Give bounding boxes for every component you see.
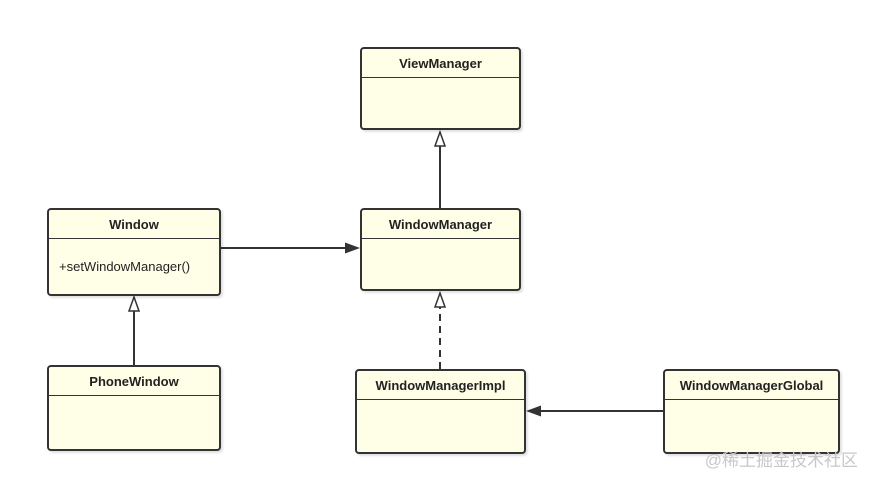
association-windowmanagerglobal-windowmanagerimpl — [526, 405, 663, 417]
realization-windowmanagerimpl-windowmanager — [433, 290, 447, 369]
association-window-windowmanager — [220, 242, 360, 254]
class-methods — [362, 239, 519, 289]
class-methods — [49, 396, 219, 449]
generalization-windowmanager-viewmanager — [433, 129, 447, 208]
class-methods — [362, 78, 519, 128]
class-methods: +setWindowManager() — [59, 259, 191, 274]
class-windowmanager: WindowManager — [360, 208, 521, 291]
class-windowmanagerglobal: WindowManagerGlobal — [663, 369, 840, 454]
generalization-phonewindow-window — [127, 294, 141, 365]
class-name: PhoneWindow — [49, 367, 219, 396]
class-methods — [665, 400, 838, 452]
class-window: Window +setWindowManager() — [47, 208, 221, 296]
class-name: WindowManagerGlobal — [665, 371, 838, 400]
class-name: Window — [49, 210, 219, 239]
class-name: WindowManager — [362, 210, 519, 239]
class-phonewindow: PhoneWindow — [47, 365, 221, 451]
watermark: @稀土掘金技术社区 — [704, 451, 858, 470]
class-viewmanager: ViewManager — [360, 47, 521, 130]
class-name: WindowManagerImpl — [357, 371, 524, 400]
class-name: ViewManager — [362, 49, 519, 78]
class-windowmanagerimpl: WindowManagerImpl — [355, 369, 526, 454]
class-methods — [357, 400, 524, 452]
